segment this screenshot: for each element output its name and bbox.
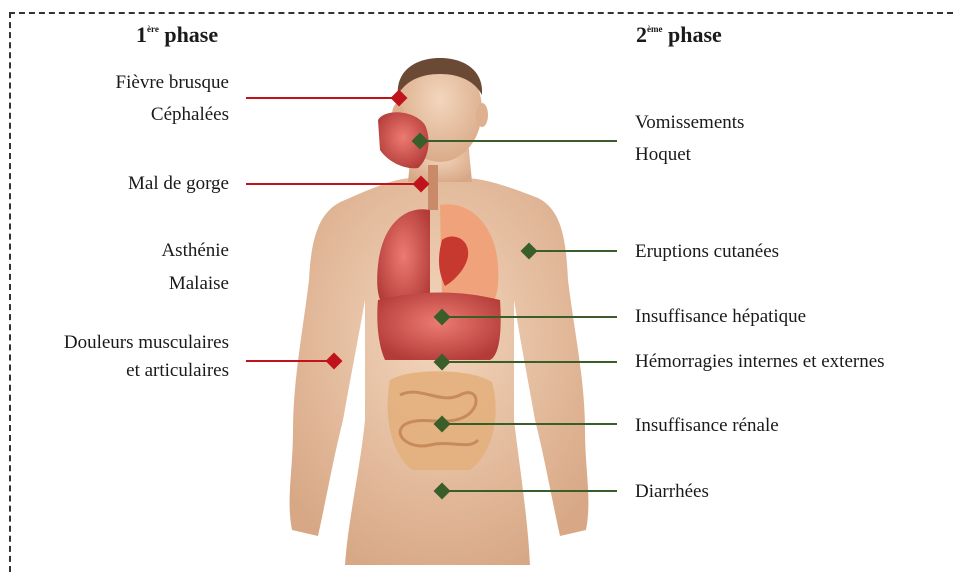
label-gorge: Mal de gorge: [128, 168, 229, 200]
label-hemorragies: Hémorragies internes et externes: [635, 346, 885, 378]
trachea: [428, 165, 438, 210]
label-fievre: Fièvre brusque: [116, 67, 229, 99]
phase1-suffix: ère: [147, 24, 159, 34]
phase1-heading: 1ère phase: [136, 22, 218, 48]
liver-muscle: [377, 293, 500, 361]
label-eruptions: Eruptions cutanées: [635, 236, 779, 268]
label-hepatique: Insuffisance hépatique: [635, 301, 806, 333]
phase2-suffix: ème: [647, 24, 663, 34]
label-vomissements: Vomissements: [635, 107, 744, 139]
phase1-number: 1: [136, 22, 147, 47]
label-cephalees: Céphalées: [151, 99, 229, 131]
phase2-word: phase: [668, 22, 722, 47]
label-asthenie: Asthénie: [161, 235, 229, 267]
phase2-number: 2: [636, 22, 647, 47]
label-diarrhees: Diarrhées: [635, 476, 709, 508]
label-douleurs-line2: et articulaires: [126, 355, 229, 387]
phase1-word: phase: [164, 22, 218, 47]
label-renale: Insuffisance rénale: [635, 410, 779, 442]
label-hoquet: Hoquet: [635, 139, 691, 171]
label-malaise: Malaise: [169, 268, 229, 300]
phase2-heading: 2ème phase: [636, 22, 722, 48]
